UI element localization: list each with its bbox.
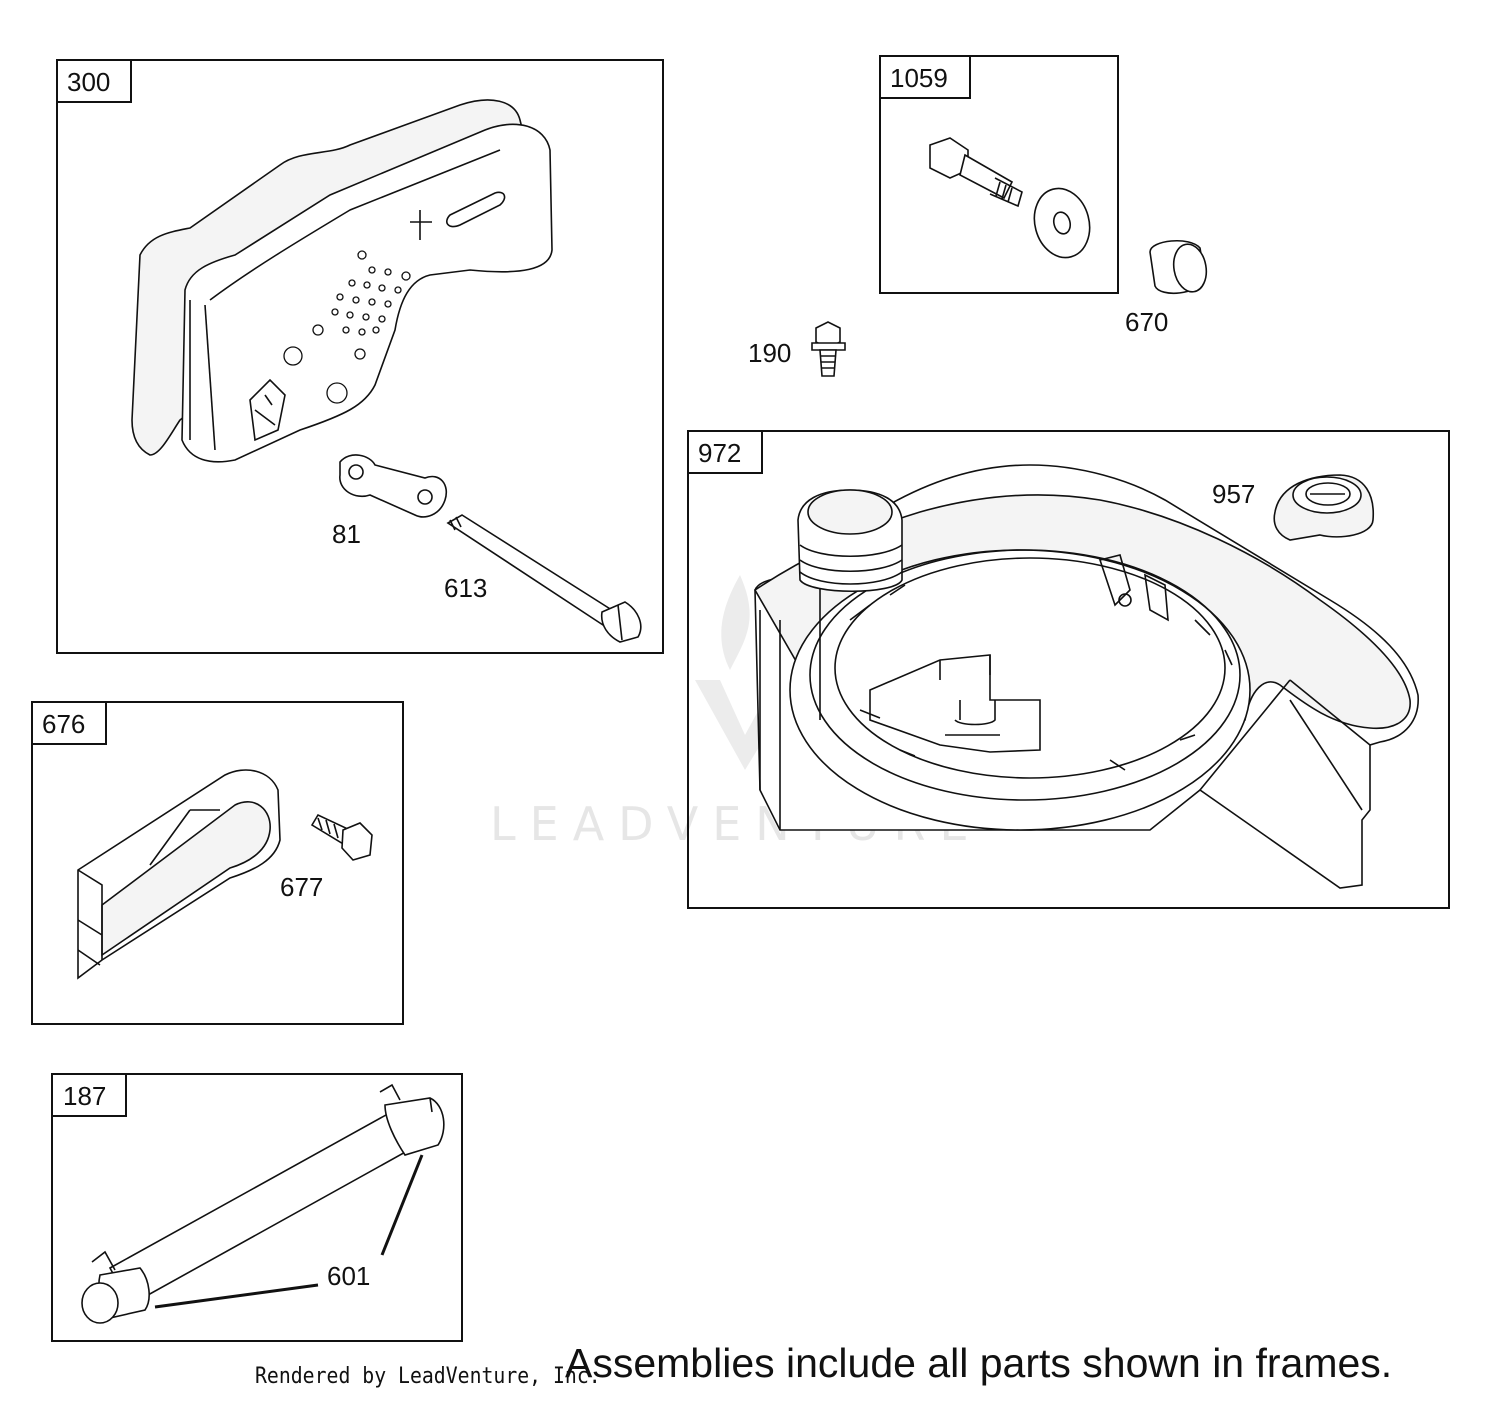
screw-677-part[interactable] — [310, 813, 373, 861]
screw-190-part[interactable] — [811, 321, 846, 377]
callout-613: 613 — [444, 573, 487, 603]
frame-300[interactable]: 300 — [56, 59, 664, 654]
frame-972-label: 972 — [698, 438, 741, 468]
fuel-tank-part[interactable] — [753, 464, 1419, 889]
callout-670: 670 — [1125, 307, 1168, 337]
spacer-670-part[interactable] — [1149, 239, 1210, 295]
rendered-by-text: Rendered by LeadVenture, Inc. — [255, 1364, 601, 1389]
callout-957: 957 — [1212, 479, 1255, 509]
washer-part[interactable] — [1027, 182, 1097, 264]
fuel-line-part[interactable] — [81, 1083, 445, 1324]
guard-676-part[interactable] — [77, 769, 281, 980]
frame-187[interactable]: 187 601 — [51, 1073, 463, 1342]
muffler-part[interactable] — [131, 99, 553, 463]
fuel-cap-957-part[interactable] — [1273, 474, 1375, 541]
assemblies-note: Assemblies include all parts shown in fr… — [565, 1340, 1393, 1386]
leader-601-b — [380, 1154, 424, 1256]
leader-601-a — [154, 1283, 319, 1309]
stud-613-part[interactable] — [446, 514, 642, 643]
shoulder-bolt-part[interactable] — [929, 137, 1023, 208]
frame-676[interactable]: 676 677 — [31, 701, 404, 1025]
frame-972[interactable]: 972 — [687, 430, 1450, 909]
frame-187-label: 187 — [63, 1081, 106, 1111]
callout-81: 81 — [332, 519, 361, 549]
frame-1059-label: 1059 — [890, 63, 948, 93]
callout-677: 677 — [280, 872, 323, 902]
callout-190: 190 — [748, 338, 791, 368]
bracket-81-part[interactable] — [339, 454, 447, 518]
frame-1059[interactable]: 1059 — [879, 55, 1119, 294]
callout-601: 601 — [327, 1261, 370, 1291]
frame-676-label: 676 — [42, 709, 85, 739]
frame-300-label: 300 — [67, 67, 110, 97]
